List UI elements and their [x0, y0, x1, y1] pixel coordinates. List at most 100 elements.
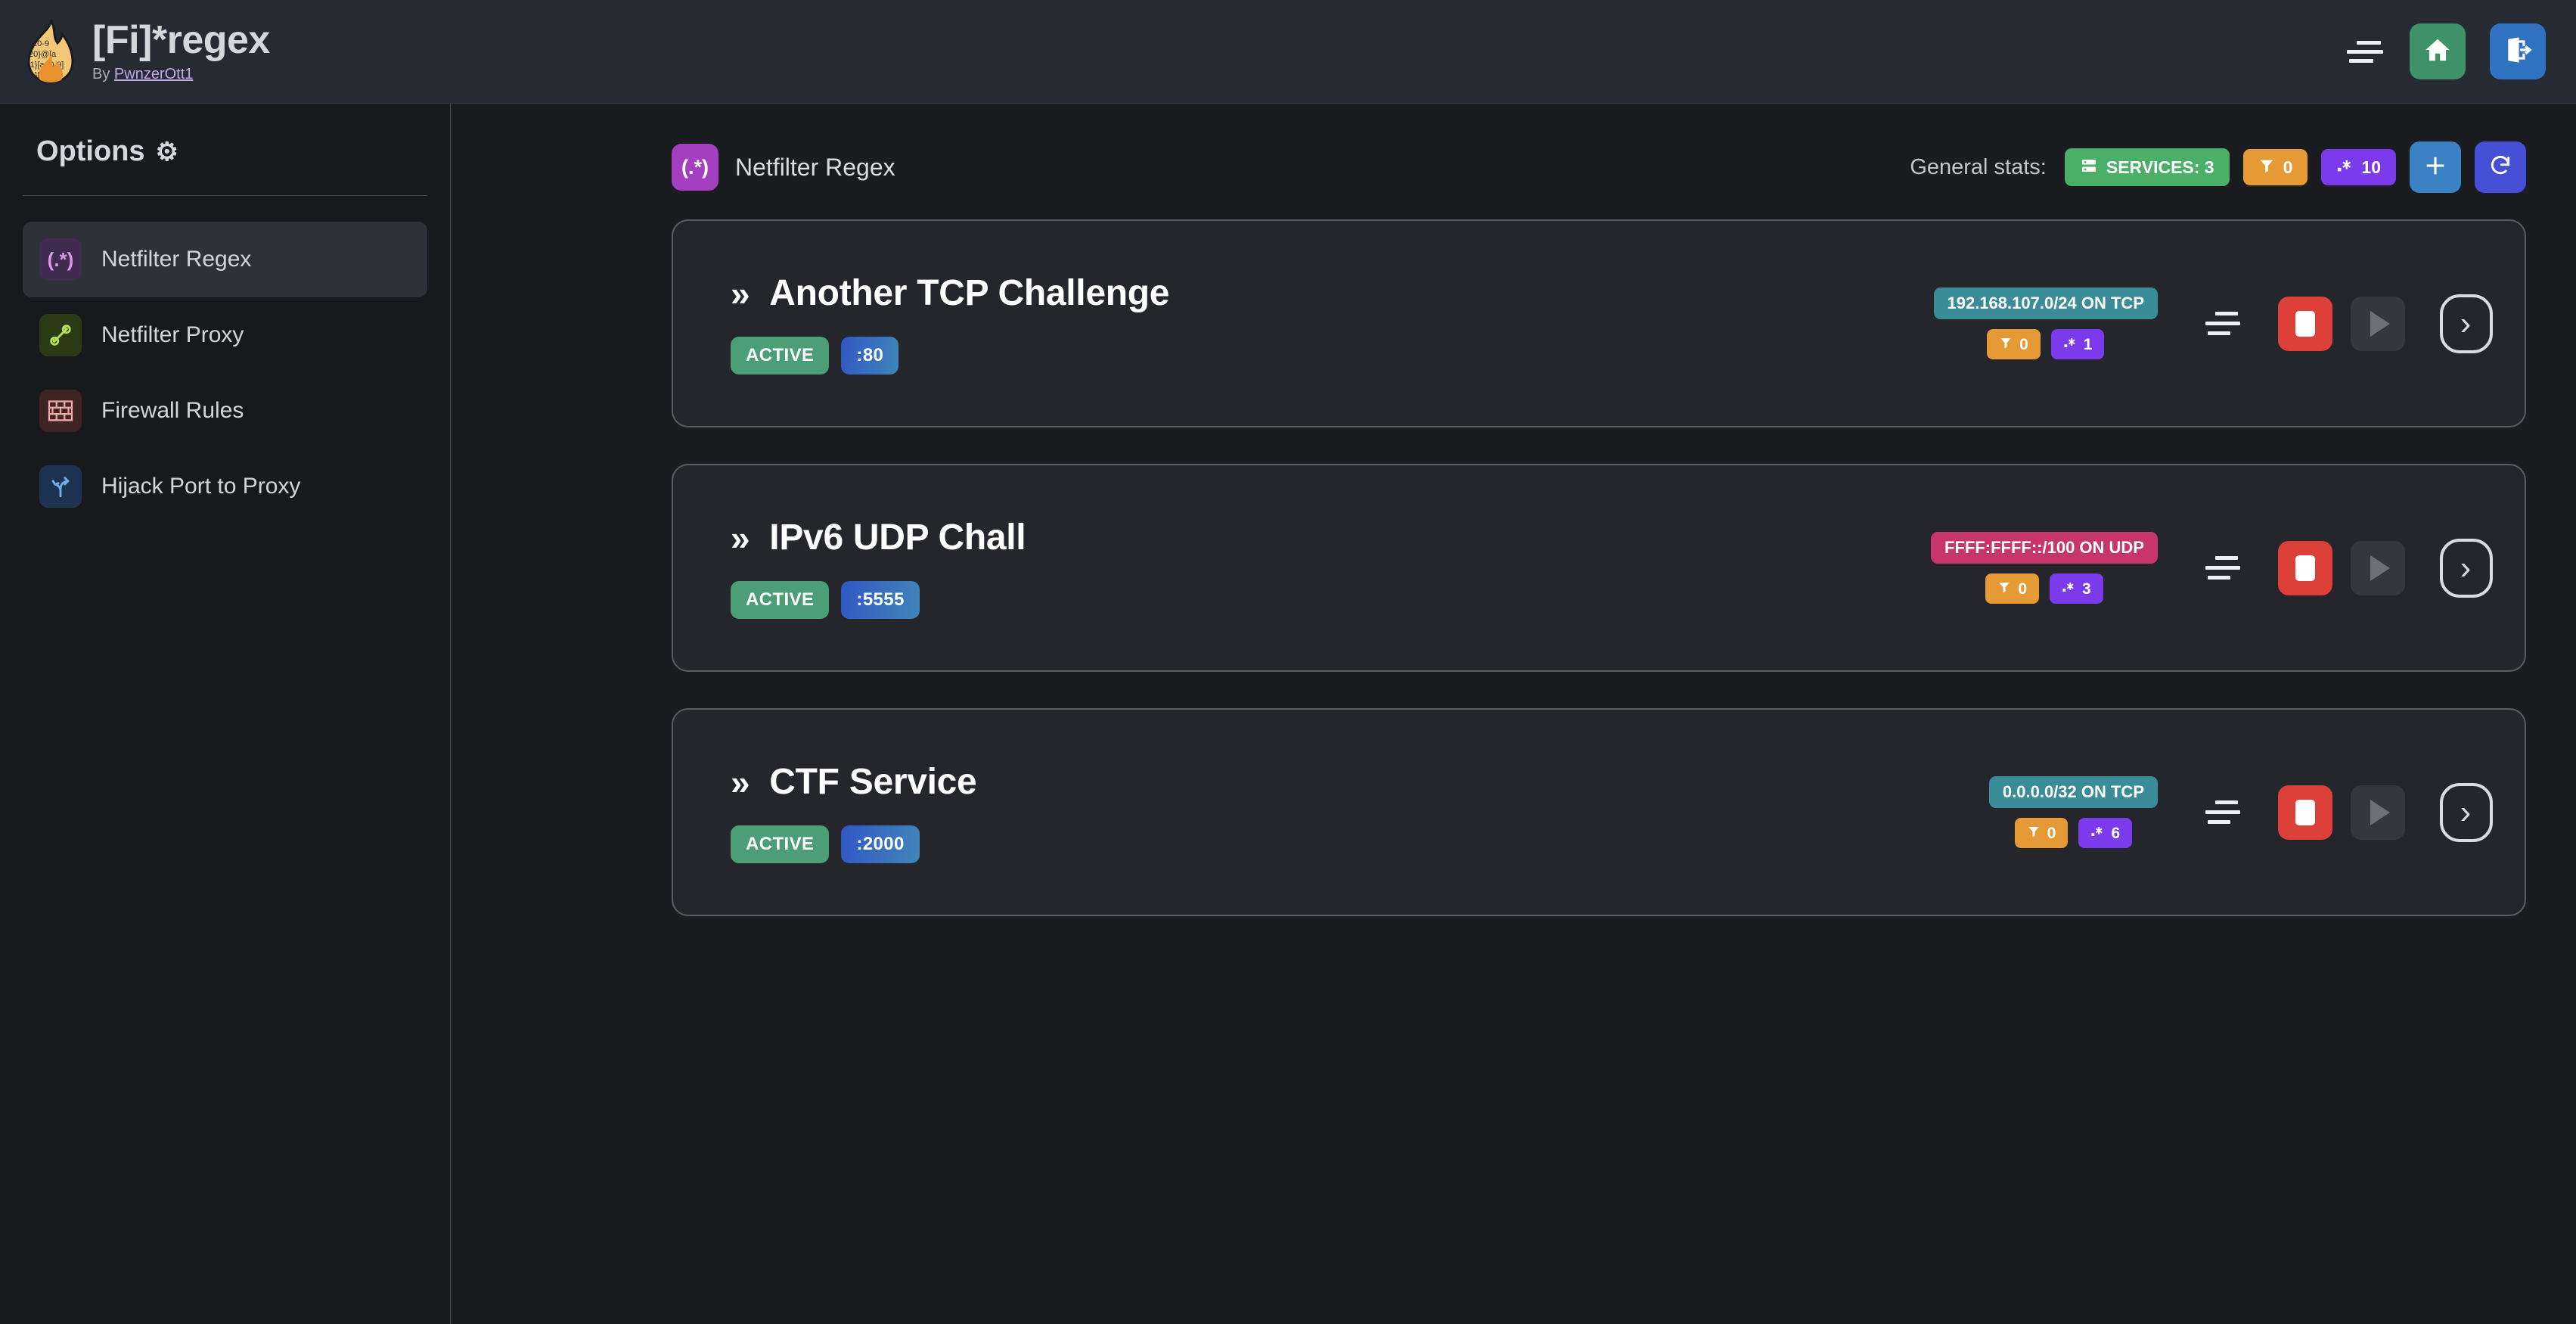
double-chevron-icon: »	[731, 517, 750, 558]
logout-button[interactable]	[2490, 23, 2546, 79]
gear-icon[interactable]: ⚙	[155, 137, 179, 166]
service-card[interactable]: » CTF Service ACTIVE :2000 0.0.0.0/32 ON…	[672, 708, 2526, 916]
hamburger-menu-icon[interactable]	[2345, 36, 2385, 67]
sidebar-item-hijack-port-to-proxy[interactable]: Hijack Port to Proxy	[23, 449, 427, 524]
play-icon	[2370, 555, 2390, 581]
service-network-info: 192.168.107.0/24 ON TCP 0 1	[1933, 287, 2158, 359]
status-badge: ACTIVE	[731, 337, 830, 375]
regex-count: 6	[2111, 824, 2121, 842]
double-chevron-icon: »	[731, 273, 750, 313]
service-card[interactable]: » IPv6 UDP Chall ACTIVE :5555 FFFF:FFFF:…	[672, 464, 2526, 672]
regex-badge-label: 10	[2361, 157, 2381, 177]
sidebar-item-netfilter-regex[interactable]: (.*) Netfilter Regex	[23, 222, 427, 297]
regex-badge: 6	[2078, 818, 2133, 848]
port-badge: :80	[841, 337, 899, 375]
network-badge: 192.168.107.0/24 ON TCP	[1933, 287, 2158, 319]
filters-badge-label: 0	[2283, 157, 2293, 177]
service-network-info: FFFF:FFFF::/100 ON UDP 0 3	[1931, 532, 2158, 604]
sidebar-title: Options	[36, 135, 145, 167]
service-card[interactable]: » Another TCP Challenge ACTIVE :80 192.1…	[672, 219, 2526, 427]
app-header: -z0-9 20}@[a {1}[a-]0-9] {1}[a-z] [Fi]*r…	[0, 0, 2576, 104]
filters-count: 0	[2019, 335, 2028, 353]
filter-icon	[2258, 157, 2275, 177]
settings-lines-icon[interactable]	[2202, 796, 2244, 829]
filters-badge: 0	[2242, 149, 2308, 185]
brick-wall-icon	[39, 390, 82, 432]
service-pills: ACTIVE :2000	[731, 825, 976, 863]
sidebar-divider	[23, 195, 427, 196]
regex-count: 1	[2083, 335, 2093, 353]
sidebar: Options ⚙ (.*) Netfilter Regex Netfilter…	[0, 104, 451, 1324]
open-service-button[interactable]: ›	[2440, 782, 2493, 842]
open-service-button[interactable]: ›	[2440, 538, 2493, 598]
add-service-button[interactable]	[2410, 141, 2461, 193]
stop-button[interactable]	[2278, 540, 2332, 595]
app-author-line: By PwnzerOtt1	[92, 66, 270, 83]
header-actions	[2345, 23, 2576, 79]
svg-text:-z0-9: -z0-9	[30, 39, 49, 48]
network-sub-badges: 0 1	[1987, 329, 2105, 359]
author-link[interactable]: PwnzerOtt1	[113, 65, 194, 82]
service-name: IPv6 UDP Chall	[769, 517, 1026, 558]
flame-regex-logo: -z0-9 20}@[a {1}[a-]0-9] {1}[a-z]	[26, 16, 76, 84]
services-badge: SERVICES: 3	[2064, 148, 2230, 186]
open-service-button[interactable]: ›	[2440, 294, 2493, 353]
sidebar-nav: (.*) Netfilter Regex Netfilter Proxy	[0, 222, 450, 524]
filters-badge: 0	[2014, 818, 2069, 848]
regex-dot-star-icon	[2062, 580, 2075, 597]
filters-count: 0	[2047, 824, 2056, 842]
brand: -z0-9 20}@[a {1}[a-]0-9] {1}[a-z] [Fi]*r…	[0, 16, 270, 84]
network-badge: 0.0.0.0/32 ON TCP	[1988, 776, 2158, 808]
main-toolbar: (.*) Netfilter Regex General stats: SERV…	[452, 104, 2576, 194]
server-icon	[2080, 157, 2098, 178]
stop-button[interactable]	[2278, 785, 2332, 840]
service-name: Another TCP Challenge	[769, 273, 1170, 313]
refresh-button[interactable]	[2475, 141, 2526, 193]
service-info: » CTF Service ACTIVE :2000	[731, 761, 977, 863]
play-button[interactable]	[2351, 785, 2405, 840]
chevron-right-icon: ›	[2460, 304, 2472, 342]
regex-badge: 1	[2050, 329, 2105, 359]
play-button[interactable]	[2351, 540, 2405, 595]
status-badge: ACTIVE	[731, 825, 830, 863]
filters-badge: 0	[1985, 573, 2039, 604]
regex-icon-glyph: (.*)	[47, 247, 74, 271]
regex-dot-star-icon	[2063, 336, 2077, 353]
regex-icon-glyph: (.*)	[681, 155, 709, 179]
regex-count: 3	[2082, 580, 2091, 598]
service-pills: ACTIVE :5555	[731, 581, 1026, 619]
sidebar-item-label: Hijack Port to Proxy	[101, 474, 301, 499]
plus-icon	[2422, 153, 2448, 182]
service-list: » Another TCP Challenge ACTIVE :80 192.1…	[452, 194, 2576, 916]
play-button[interactable]	[2351, 296, 2405, 351]
refresh-icon	[2488, 154, 2512, 182]
home-button[interactable]	[2410, 23, 2466, 79]
service-info: » Another TCP Challenge ACTIVE :80	[731, 272, 1169, 375]
sidebar-title-row: Options ⚙	[0, 135, 450, 168]
settings-lines-icon[interactable]	[2202, 552, 2244, 585]
filter-icon	[1997, 580, 2011, 597]
regex-dot-star-icon	[2090, 825, 2104, 841]
filters-count: 0	[2018, 580, 2027, 598]
home-icon	[2423, 36, 2452, 68]
port-badge: :5555	[841, 581, 920, 619]
service-controls: FFFF:FFFF::/100 ON UDP 0 3	[1931, 532, 2493, 604]
network-badge: FFFF:FFFF::/100 ON UDP	[1931, 532, 2158, 564]
plug-connect-icon	[39, 314, 82, 356]
regex-dot-star-icon	[2336, 157, 2353, 177]
sidebar-item-netfilter-proxy[interactable]: Netfilter Proxy	[23, 297, 427, 373]
settings-lines-icon[interactable]	[2202, 307, 2244, 340]
stop-button[interactable]	[2278, 296, 2332, 351]
status-badge: ACTIVE	[731, 581, 830, 619]
network-sub-badges: 0 6	[2014, 818, 2133, 848]
double-chevron-icon: »	[731, 762, 750, 802]
service-title-row: » IPv6 UDP Chall	[731, 517, 1026, 558]
service-title-row: » Another TCP Challenge	[731, 272, 1169, 314]
page-title: Netfilter Regex	[735, 153, 895, 181]
play-icon	[2370, 310, 2390, 337]
sidebar-item-label: Netfilter Proxy	[101, 322, 244, 347]
sidebar-item-label: Netfilter Regex	[101, 247, 252, 272]
sidebar-item-firewall-rules[interactable]: Firewall Rules	[23, 373, 427, 449]
svg-text:20}@[a: 20}@[a	[29, 50, 57, 59]
by-prefix: By	[92, 65, 114, 82]
